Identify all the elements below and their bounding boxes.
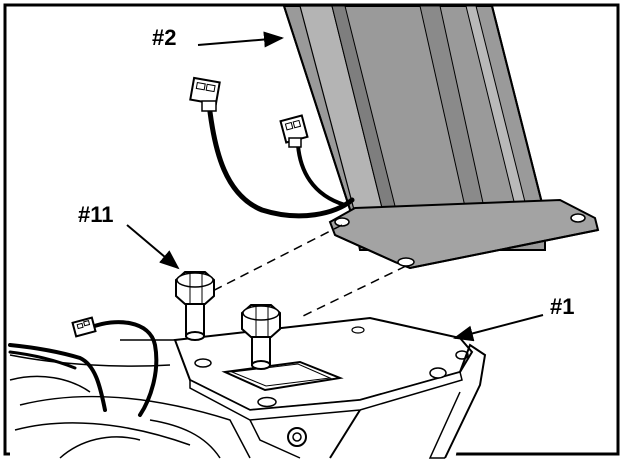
callout-arrow-part-2 bbox=[197, 31, 284, 48]
wire-connector-large bbox=[189, 76, 221, 112]
callout-arrow-part-11 bbox=[126, 224, 180, 270]
callout-arrow-part-1 bbox=[453, 314, 544, 342]
lower-housing bbox=[9, 339, 251, 459]
tube-flange bbox=[328, 198, 600, 270]
wire-connector-small bbox=[279, 114, 309, 148]
bolt-left bbox=[175, 271, 215, 341]
lower-wire-harness bbox=[8, 320, 159, 417]
callout-label-part-2: #2 bbox=[152, 25, 176, 50]
bolt-right bbox=[241, 304, 281, 370]
callout-label-part-1: #1 bbox=[550, 294, 574, 319]
lower-wire-connector bbox=[71, 316, 97, 338]
upper-wire-harness bbox=[207, 109, 355, 219]
callout-label-part-11: #11 bbox=[78, 202, 114, 227]
